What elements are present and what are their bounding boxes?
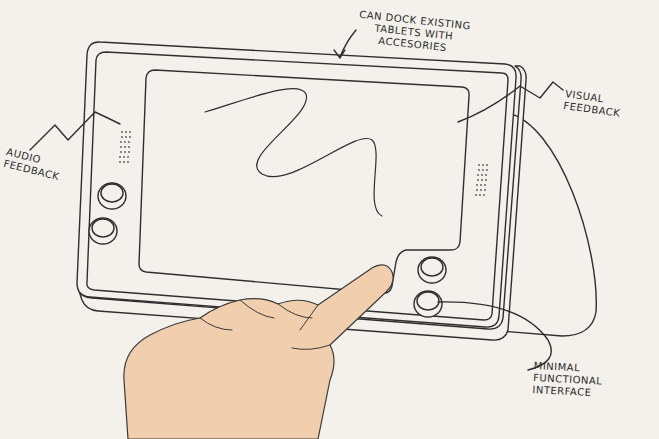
screen-scribble: [205, 89, 382, 216]
dock-bezel: [87, 52, 508, 320]
callout-label: AUDIO FEEDBACK: [2, 146, 63, 183]
pointing-hand: [124, 265, 393, 439]
leader-line: [334, 30, 356, 58]
leader-line: [30, 112, 120, 150]
callout-label: VISUAL FEEDBACK: [563, 88, 623, 120]
dock-body: [77, 42, 516, 327]
control-button: [89, 183, 446, 317]
leader-line: [458, 82, 563, 122]
callout-label: MINIMAL FUNCTIONAL INTERFACE: [532, 360, 603, 400]
callout-label: CAN DOCK EXISTING TABLETS WITH ACCESORIE…: [348, 8, 479, 57]
tablet-screen: [139, 70, 469, 293]
leader-line: [438, 302, 551, 370]
hand-finger-lines: [200, 300, 330, 349]
speaker-grill: [119, 131, 488, 196]
